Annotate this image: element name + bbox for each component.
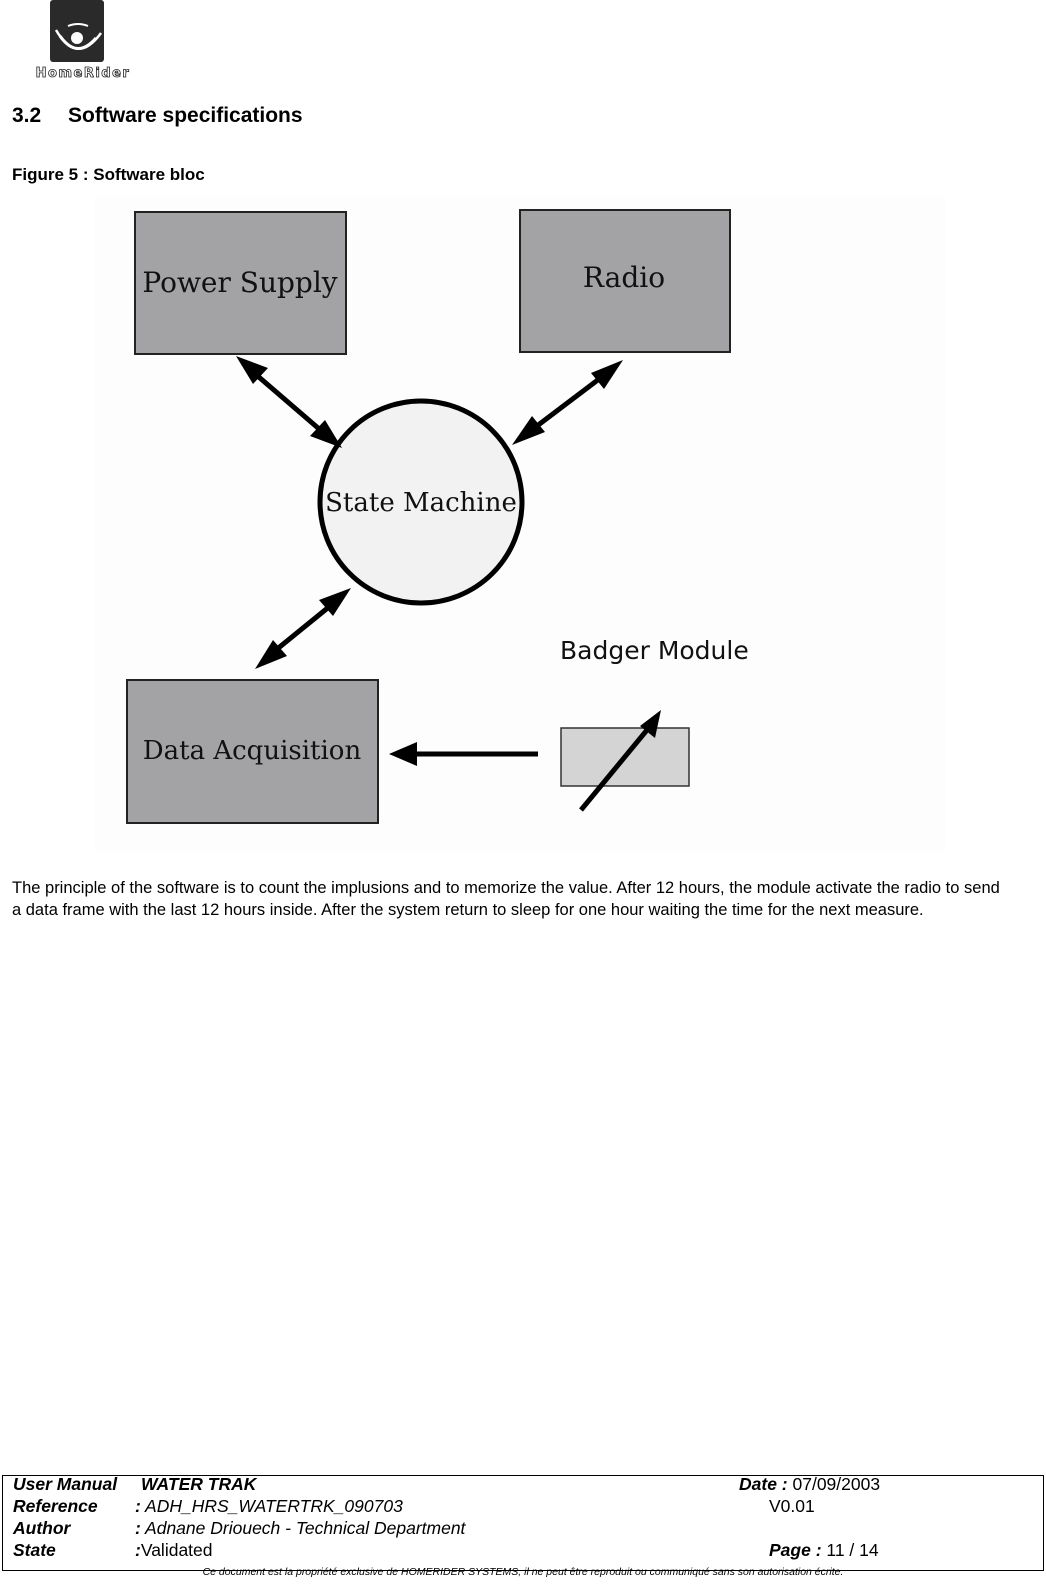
page-value: 11 / 14 [826, 1540, 879, 1560]
page-field: Page : 11 / 14 [769, 1540, 879, 1561]
footer-disclaimer: Ce document est la propriété exclusive d… [202, 1566, 844, 1578]
data-acquisition-label: Data Acquisition [143, 736, 362, 766]
footer-row-author: Author : Adnane Driouech - Technical Dep… [13, 1518, 1033, 1540]
radio-block: Radio [519, 209, 731, 353]
author-value: Adnane Driouech - Technical Department [145, 1518, 466, 1538]
arrow-badger-dataacq [389, 742, 538, 766]
date-value: 07/09/2003 [792, 1474, 881, 1494]
section-title: Software specifications [68, 104, 303, 127]
body-paragraph: The principle of the software is to coun… [12, 879, 1000, 919]
author-label: Author [13, 1518, 71, 1538]
footer-row-state: State :Validated Page : 11 / 14 [13, 1540, 1033, 1562]
badger-needle-arrow [579, 710, 661, 812]
figure-caption: Figure 5 : Software bloc [12, 165, 205, 184]
state-colon: : [135, 1540, 141, 1560]
data-acquisition-block: Data Acquisition [126, 679, 379, 824]
power-supply-label: Power Supply [142, 266, 337, 299]
badger-module-label: Badger Module [560, 636, 749, 665]
state-value: Validated [140, 1540, 213, 1560]
section-number: 3.2 [12, 104, 42, 127]
logo-mark-icon [50, 0, 104, 62]
radio-label: Radio [583, 261, 665, 294]
date-label: Date : [739, 1474, 788, 1494]
arrow-state-dataacq [255, 588, 351, 669]
software-block-diagram: Power Supply Radio State Machine Data Ac… [95, 196, 945, 851]
arrow-radio-state [512, 360, 623, 445]
footer-row-reference: Reference : ADH_HRS_WATERTRK_090703 V0.0… [13, 1496, 1033, 1518]
power-supply-block: Power Supply [134, 211, 347, 355]
document-footer: User Manual WATER TRAK Date : 07/09/2003… [2, 1474, 1044, 1571]
footer-row-title: User Manual WATER TRAK Date : 07/09/2003 [13, 1474, 1033, 1496]
doc-name: WATER TRAK [141, 1474, 257, 1494]
logo-text: HomeRider [35, 66, 131, 82]
reference-value: ADH_HRS_WATERTRK_090703 [145, 1496, 403, 1516]
reference-label: Reference [13, 1496, 98, 1516]
section-heading: 3.2 Software specifications [12, 104, 303, 128]
author-colon: : [135, 1518, 141, 1538]
arrow-power-state [236, 356, 342, 448]
state-machine-label: State Machine [325, 488, 517, 518]
page-label: Page : [769, 1540, 822, 1560]
reference-colon: : [135, 1496, 141, 1516]
state-machine-node: State Machine [317, 398, 525, 606]
state-label: State [13, 1540, 56, 1560]
company-logo: HomeRider [8, 0, 156, 84]
date-field: Date : 07/09/2003 [739, 1474, 880, 1495]
doc-type-label: User Manual [13, 1474, 118, 1494]
version-value: V0.01 [769, 1496, 815, 1516]
